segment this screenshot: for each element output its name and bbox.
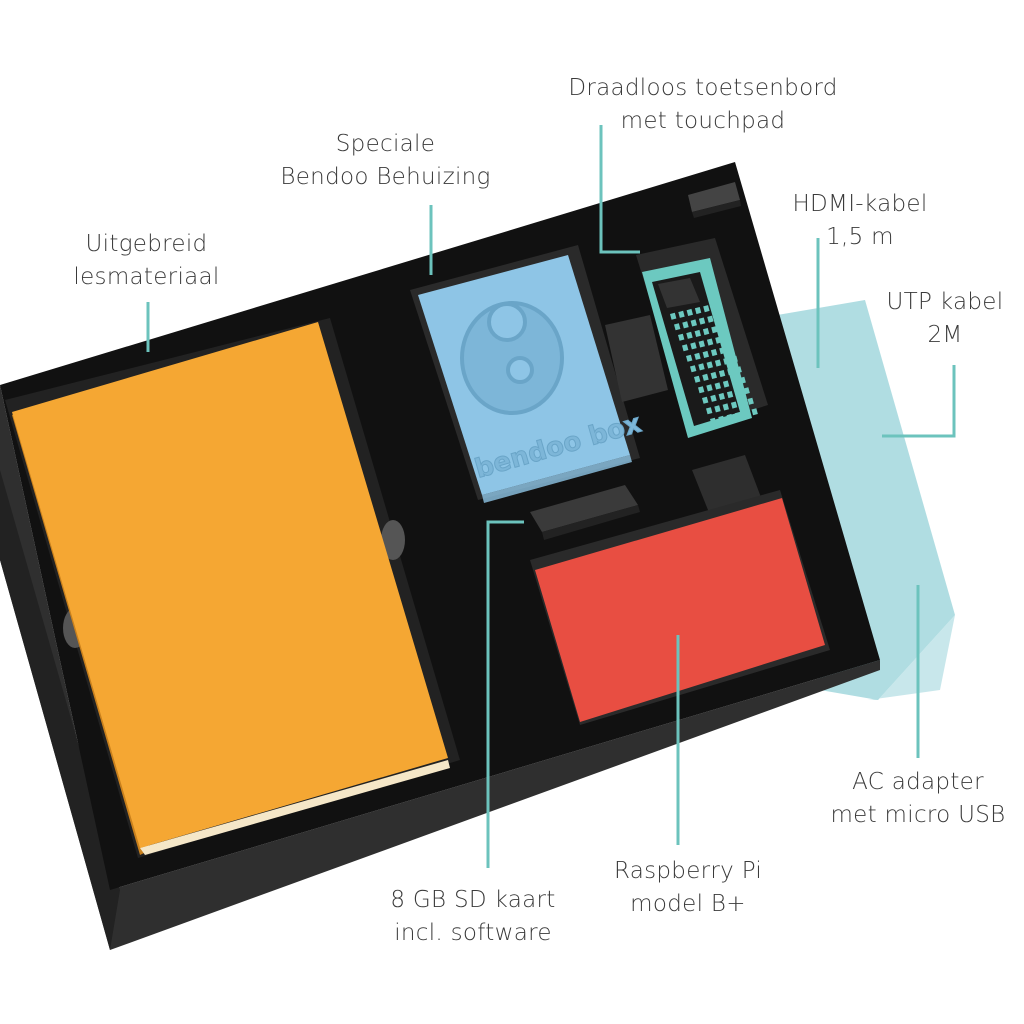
keyboard-key — [706, 338, 714, 346]
keyboard-key — [747, 397, 754, 405]
keyboard-key — [689, 365, 697, 373]
keyboard-key — [709, 417, 717, 425]
leader-toetsenbord — [599, 125, 640, 254]
keyboard-key — [685, 354, 693, 362]
keyboard-key — [678, 310, 685, 318]
keyboard-key — [711, 303, 718, 311]
keyboard-key — [678, 333, 685, 341]
hdmi-cable-slot — [688, 182, 741, 218]
keyboard-key — [694, 375, 701, 383]
leader-sdkaart — [486, 520, 524, 868]
keyboard-key — [698, 363, 705, 371]
keyboard-key — [723, 334, 730, 342]
keyboard-key — [690, 319, 697, 327]
keyboard-key — [735, 389, 742, 397]
keyboard-key — [735, 366, 742, 374]
keyboard-key — [710, 349, 718, 357]
sd-card — [530, 485, 640, 540]
keyboard-key — [714, 382, 721, 390]
keyboard-key — [694, 329, 701, 337]
keyboard-key — [710, 371, 717, 379]
keyboard-key — [715, 313, 722, 321]
keyboard-key — [730, 401, 738, 409]
keyboard-key — [694, 307, 702, 315]
keyboard-key — [707, 315, 714, 323]
keyboard-key — [722, 380, 730, 388]
keyboard-key — [682, 321, 689, 329]
keyboard-key — [705, 407, 713, 415]
keyboard-key — [723, 357, 730, 365]
keyboard-key — [739, 399, 746, 407]
keyboard-key — [715, 336, 722, 344]
keyboard-key — [734, 412, 742, 420]
keyboard-key — [706, 384, 713, 392]
keyboard-key — [690, 342, 697, 350]
keyboard-key — [727, 345, 734, 353]
keyboard-key — [719, 324, 726, 332]
leader-utp — [882, 365, 956, 438]
keyboard-key — [739, 376, 746, 384]
keyboard-key — [727, 368, 734, 376]
bendoo-case: bendoo box — [410, 245, 645, 503]
keyboard-key — [714, 405, 721, 413]
keyboard-key — [702, 373, 709, 381]
wireless-keyboard — [642, 258, 758, 438]
keyboard-key — [718, 392, 725, 400]
keyboard-key — [706, 361, 713, 369]
keyboard-key — [698, 317, 706, 325]
keyboard-key — [686, 331, 693, 339]
keyboard-key — [686, 308, 693, 316]
keyboard-key — [702, 350, 709, 358]
keyboard-key — [682, 344, 689, 352]
keyboard-key — [701, 396, 709, 404]
leader-lines — [146, 125, 956, 868]
keyboard-key — [718, 415, 725, 423]
keyboard-key — [694, 352, 701, 360]
raspberry-pi-case — [530, 490, 830, 725]
keyboard-key — [743, 387, 750, 395]
keyboard-key — [698, 340, 705, 348]
keyboard-key — [731, 355, 738, 363]
keyboard-key — [722, 403, 729, 411]
keyboard-key — [743, 410, 750, 418]
keyboard-key — [714, 359, 722, 367]
keyboard-key — [674, 323, 681, 331]
keyboard-key — [710, 394, 717, 402]
keyboard-key — [711, 326, 718, 334]
keyboard-key — [703, 305, 710, 313]
keyboard-key — [751, 408, 758, 416]
keyboard-key — [702, 328, 710, 336]
keyboard-key — [718, 370, 726, 378]
keyboard-key — [726, 413, 733, 421]
keyboard-key — [726, 391, 734, 399]
keyboard-key — [719, 347, 726, 355]
keyboard-key — [697, 386, 705, 394]
keyboard-key — [731, 378, 738, 386]
lesmateriaal-book — [12, 322, 450, 855]
keyboard-key — [670, 312, 677, 320]
